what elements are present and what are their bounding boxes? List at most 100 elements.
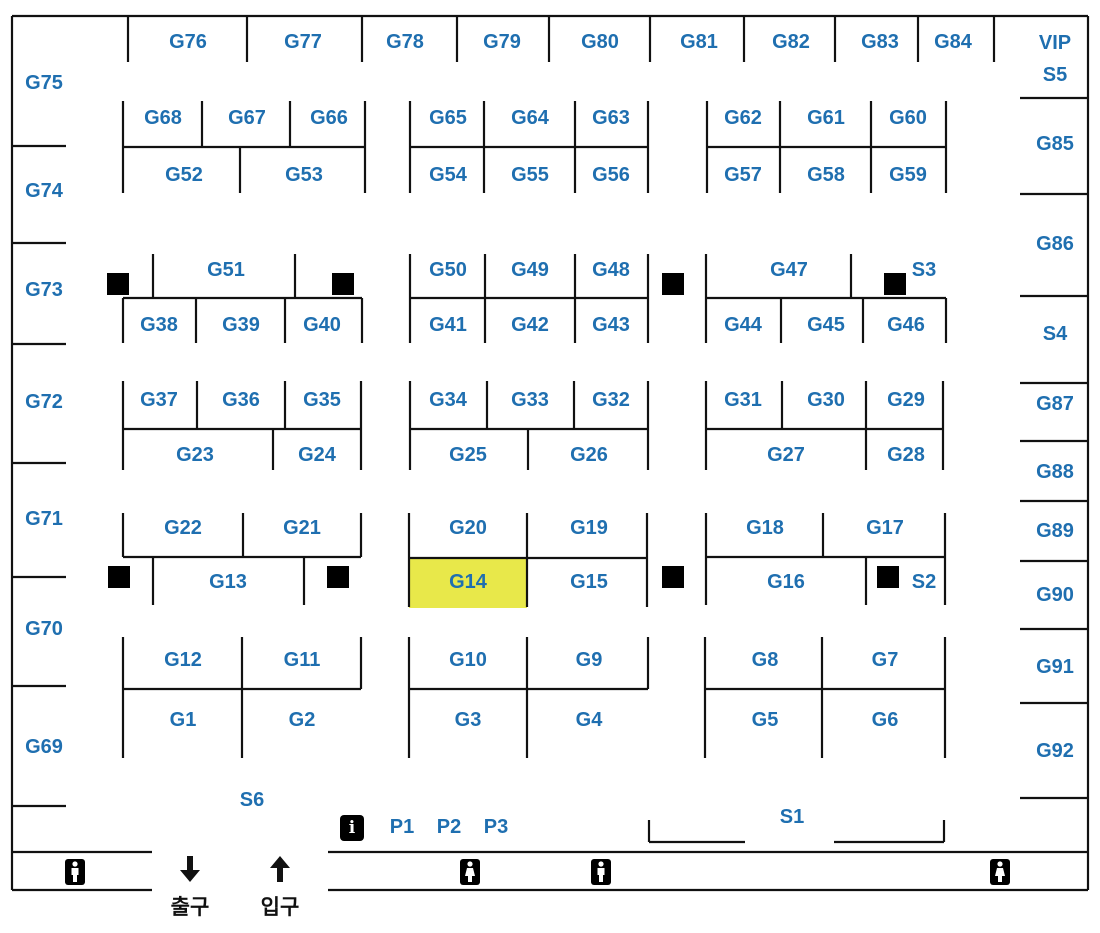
- booth-g27[interactable]: G27: [767, 444, 805, 466]
- booth-g84[interactable]: G84: [934, 31, 972, 53]
- booth-g15[interactable]: G15: [570, 571, 608, 593]
- booth-g43[interactable]: G43: [592, 314, 630, 336]
- booth-g2[interactable]: G2: [288, 709, 316, 731]
- booth-g81[interactable]: G81: [680, 31, 718, 53]
- booth-s6[interactable]: S6: [239, 789, 265, 811]
- booth-g19[interactable]: G19: [570, 517, 608, 539]
- info-icon[interactable]: i: [340, 815, 364, 841]
- booth-s2[interactable]: S2: [911, 571, 937, 593]
- booth-g16[interactable]: G16: [767, 571, 805, 593]
- booth-g59[interactable]: G59: [889, 164, 927, 186]
- booth-g61[interactable]: G61: [807, 107, 845, 129]
- booth-g71[interactable]: G71: [25, 508, 63, 530]
- booth-g65[interactable]: G65: [429, 107, 467, 129]
- booth-g32[interactable]: G32: [592, 389, 630, 411]
- booth-g26[interactable]: G26: [570, 444, 608, 466]
- booth-g31[interactable]: G31: [724, 389, 762, 411]
- booth-g76[interactable]: G76: [169, 31, 207, 53]
- booth-g11[interactable]: G11: [283, 649, 321, 671]
- booth-g24[interactable]: G24: [298, 444, 336, 466]
- booth-g70[interactable]: G70: [25, 618, 63, 640]
- booth-g54[interactable]: G54: [429, 164, 467, 186]
- booth-g46[interactable]: G46: [887, 314, 925, 336]
- booth-g63[interactable]: G63: [592, 107, 630, 129]
- booth-g90[interactable]: G90: [1036, 584, 1074, 606]
- booth-g35[interactable]: G35: [303, 389, 341, 411]
- booth-g58[interactable]: G58: [807, 164, 845, 186]
- booth-g78[interactable]: G78: [386, 31, 424, 53]
- booth-g41[interactable]: G41: [429, 314, 467, 336]
- booth-g7[interactable]: G7: [871, 649, 899, 671]
- booth-g82[interactable]: G82: [772, 31, 810, 53]
- booth-s1[interactable]: S1: [779, 806, 805, 828]
- booth-g73[interactable]: G73: [25, 279, 63, 301]
- booth-g22[interactable]: G22: [164, 517, 202, 539]
- booth-g29[interactable]: G29: [887, 389, 925, 411]
- booth-g6[interactable]: G6: [871, 709, 899, 731]
- booth-g86[interactable]: G86: [1036, 233, 1074, 255]
- booth-g53[interactable]: G53: [285, 164, 323, 186]
- booth-g23[interactable]: G23: [176, 444, 214, 466]
- booth-g28[interactable]: G28: [887, 444, 925, 466]
- booth-g60[interactable]: G60: [889, 107, 927, 129]
- restroom-female-icon[interactable]: [990, 859, 1010, 885]
- booth-g42[interactable]: G42: [511, 314, 549, 336]
- booth-g75[interactable]: G75: [25, 72, 63, 94]
- restroom-male-icon[interactable]: [65, 859, 85, 885]
- booth-g12[interactable]: G12: [164, 649, 202, 671]
- booth-s5[interactable]: S5: [1042, 64, 1068, 86]
- booth-g8[interactable]: G8: [751, 649, 779, 671]
- booth-g13[interactable]: G13: [209, 571, 247, 593]
- booth-g88[interactable]: G88: [1036, 461, 1074, 483]
- booth-p1[interactable]: P1: [389, 816, 415, 838]
- booth-g56[interactable]: G56: [592, 164, 630, 186]
- booth-g77[interactable]: G77: [284, 31, 322, 53]
- booth-g74[interactable]: G74: [25, 180, 63, 202]
- booth-g39[interactable]: G39: [222, 314, 260, 336]
- booth-g40[interactable]: G40: [303, 314, 341, 336]
- booth-g68[interactable]: G68: [144, 107, 182, 129]
- booth-g91[interactable]: G91: [1036, 656, 1074, 678]
- restroom-female-icon[interactable]: [460, 859, 480, 885]
- booth-vip[interactable]: VIP: [1038, 32, 1072, 54]
- booth-g17[interactable]: G17: [866, 517, 904, 539]
- booth-g67[interactable]: G67: [228, 107, 266, 129]
- booth-g4[interactable]: G4: [575, 709, 603, 731]
- booth-g44[interactable]: G44: [724, 314, 762, 336]
- booth-g45[interactable]: G45: [807, 314, 845, 336]
- booth-g1[interactable]: G1: [169, 709, 197, 731]
- booth-g21[interactable]: G21: [283, 517, 321, 539]
- booth-g66[interactable]: G66: [310, 107, 348, 129]
- booth-s3[interactable]: S3: [911, 259, 937, 281]
- booth-g20[interactable]: G20: [449, 517, 487, 539]
- booth-g69[interactable]: G69: [25, 736, 63, 758]
- booth-g80[interactable]: G80: [581, 31, 619, 53]
- booth-g14[interactable]: G14: [449, 571, 487, 593]
- booth-p3[interactable]: P3: [483, 816, 509, 838]
- booth-p2[interactable]: P2: [436, 816, 462, 838]
- booth-g51[interactable]: G51: [207, 259, 245, 281]
- booth-g85[interactable]: G85: [1036, 133, 1074, 155]
- booth-g25[interactable]: G25: [449, 444, 487, 466]
- booth-g3[interactable]: G3: [454, 709, 482, 731]
- booth-g83[interactable]: G83: [861, 31, 899, 53]
- booth-g37[interactable]: G37: [140, 389, 178, 411]
- booth-g57[interactable]: G57: [724, 164, 762, 186]
- booth-g48[interactable]: G48: [592, 259, 630, 281]
- booth-g49[interactable]: G49: [511, 259, 549, 281]
- booth-g34[interactable]: G34: [429, 389, 467, 411]
- booth-g5[interactable]: G5: [751, 709, 779, 731]
- booth-g89[interactable]: G89: [1036, 520, 1074, 542]
- booth-g18[interactable]: G18: [746, 517, 784, 539]
- booth-g9[interactable]: G9: [575, 649, 603, 671]
- booth-s4[interactable]: S4: [1042, 323, 1068, 345]
- booth-g47[interactable]: G47: [770, 259, 808, 281]
- booth-g52[interactable]: G52: [165, 164, 203, 186]
- booth-g64[interactable]: G64: [511, 107, 549, 129]
- booth-g79[interactable]: G79: [483, 31, 521, 53]
- restroom-male-icon[interactable]: [591, 859, 611, 885]
- booth-g36[interactable]: G36: [222, 389, 260, 411]
- booth-g92[interactable]: G92: [1036, 740, 1074, 762]
- booth-g33[interactable]: G33: [511, 389, 549, 411]
- booth-g55[interactable]: G55: [511, 164, 549, 186]
